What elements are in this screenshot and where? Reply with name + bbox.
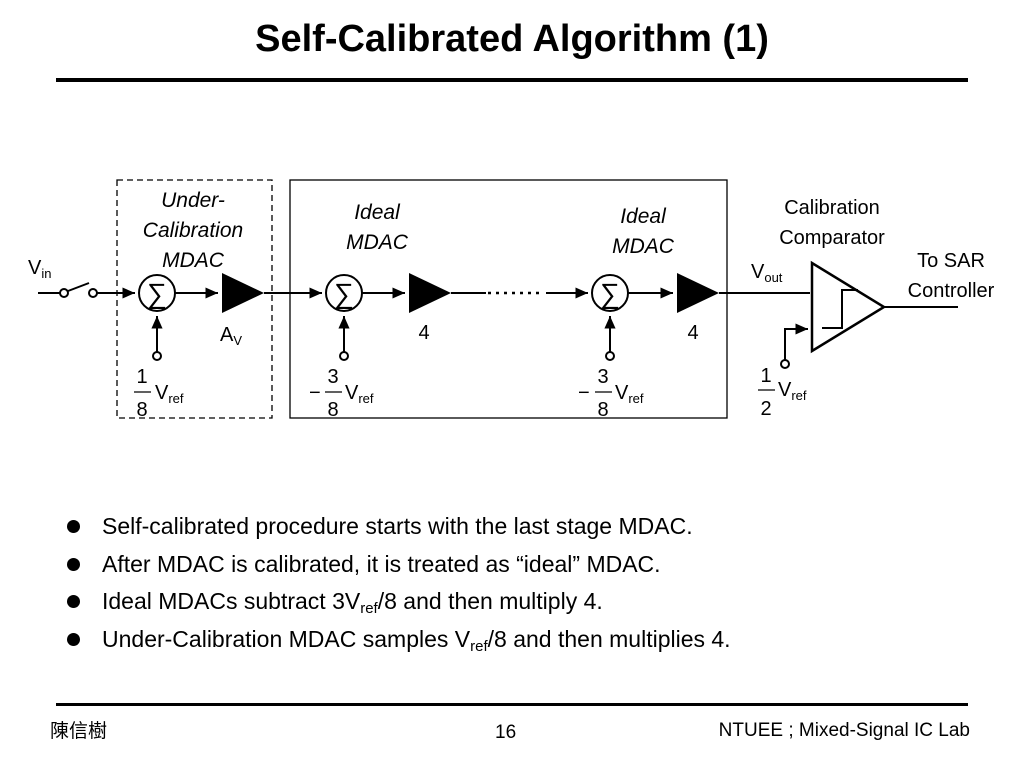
ref3-sub: ref	[628, 391, 644, 406]
summer-2-sigma: ∑	[334, 278, 354, 309]
footer-rule	[56, 703, 968, 706]
to-sar-line-1: To SAR	[917, 250, 985, 272]
footer-lab: NTUEE ; Mixed-Signal IC Lab	[718, 720, 970, 741]
calibration-comparator-label: Calibration Comparator	[779, 197, 885, 249]
bullet-text-post: /8 and then multiply 4.	[377, 588, 603, 614]
amplifier-av	[222, 273, 264, 313]
ref1-terminal	[152, 351, 162, 361]
under-calibration-box	[116, 179, 273, 419]
ideal2-line-2: MDAC	[612, 235, 675, 258]
ref3-terminal	[605, 351, 615, 361]
ref2-vref: Vref	[345, 382, 374, 406]
wire-ref4	[784, 323, 808, 360]
under-cal-line-3: MDAC	[162, 249, 225, 272]
vin-sub: in	[41, 266, 51, 281]
bullet-list: Self-calibrated procedure starts with th…	[64, 508, 731, 658]
ref3-num: 3	[597, 366, 608, 388]
under-cal-line-2: Calibration	[143, 219, 243, 242]
ref1-den: 8	[136, 399, 147, 421]
vin-label: Vin	[28, 257, 51, 281]
ref4-den: 2	[760, 398, 771, 420]
summer-3-sigma: ∑	[600, 278, 620, 309]
ref4-num: 1	[760, 365, 771, 387]
bullet-text-pre: Ideal MDACs subtract 3V	[102, 588, 361, 614]
ref4-v: V	[778, 379, 792, 401]
ref2-num: 3	[327, 366, 338, 388]
page-title: Self-Calibrated Algorithm (1)	[255, 18, 769, 60]
input-switch	[38, 282, 135, 299]
ref2-den: 8	[327, 399, 338, 421]
bullet-text-sub: ref	[470, 637, 488, 655]
vout-label: Vout	[751, 261, 783, 285]
vout-sub: out	[764, 270, 782, 285]
ref2-fraction: − 3 8 Vref	[309, 366, 374, 421]
vin-v: V	[28, 257, 42, 279]
ideal-mdac-box	[289, 179, 728, 419]
page-number: 16	[495, 722, 517, 743]
cal-comp-line-1: Calibration	[784, 197, 880, 219]
ref1-fraction: 1 8 Vref	[134, 366, 184, 421]
ref4-vref: Vref	[778, 379, 807, 403]
bullet-item: After MDAC is calibrated, it is treated …	[64, 546, 731, 584]
ref1-num: 1	[136, 366, 147, 388]
av-a: A	[220, 324, 234, 346]
gain-1-label: 4	[418, 322, 429, 344]
bullet-item: Under-Calibration MDAC samples Vref/8 an…	[64, 621, 731, 659]
bullet-dot-icon	[67, 595, 80, 608]
ref3-den: 8	[597, 399, 608, 421]
to-sar-line-2: Controller	[908, 280, 995, 302]
calibration-comparator	[810, 260, 887, 354]
ref1-sub: ref	[168, 391, 184, 406]
ref2-sub: ref	[358, 391, 374, 406]
bullet-dot-icon	[67, 632, 80, 646]
vout-v: V	[751, 261, 765, 283]
ideal-mdac-label-1: Ideal MDAC	[346, 201, 409, 254]
ref1-vref: Vref	[155, 382, 184, 406]
under-calibration-label: Under- Calibration MDAC	[143, 189, 243, 272]
bullet-text-sub: ref	[360, 600, 378, 617]
ideal1-line-1: Ideal	[354, 201, 401, 224]
ideal-mdac-label-2: Ideal MDAC	[612, 205, 675, 258]
av-label: AV	[220, 324, 242, 348]
ref2-v: V	[345, 382, 359, 404]
bullet-dot-icon	[67, 557, 80, 571]
ref1-v: V	[155, 382, 169, 404]
bullet-text: After MDAC is calibrated, it is treated …	[102, 550, 661, 577]
ref3-fraction: − 3 8 Vref	[578, 366, 644, 421]
amplifier-2	[409, 273, 451, 313]
gain-2-label: 4	[687, 322, 698, 344]
ideal2-line-1: Ideal	[620, 205, 667, 228]
ref4-fraction: 1 2 Vref	[758, 365, 807, 420]
ref2-sign: −	[309, 382, 321, 404]
bullet-text-pre: Under-Calibration MDAC samples V	[102, 625, 471, 652]
ideal1-line-2: MDAC	[346, 231, 409, 254]
bullet-dot-icon	[67, 520, 80, 533]
footer-author: 陳信樹	[50, 721, 108, 742]
cal-comp-line-2: Comparator	[779, 227, 885, 249]
under-cal-line-1: Under-	[161, 189, 225, 212]
amplifier-3	[677, 273, 719, 313]
bullet-text: Self-calibrated procedure starts with th…	[102, 513, 693, 539]
ref3-v: V	[615, 382, 629, 404]
summer-1-sigma: ∑	[147, 278, 167, 309]
bullet-item: Self-calibrated procedure starts with th…	[64, 508, 731, 546]
ref4-terminal	[780, 359, 790, 369]
ref2-terminal	[339, 351, 349, 361]
bullet-item: Ideal MDACs subtract 3Vref/8 and then mu…	[64, 583, 731, 621]
bullet-text-post: /8 and then multiplies 4.	[487, 625, 731, 652]
ref3-sign: −	[578, 382, 590, 404]
ref3-vref: Vref	[615, 382, 644, 406]
av-sub: V	[233, 333, 242, 348]
ref4-sub: ref	[791, 388, 807, 403]
title-rule	[56, 78, 968, 82]
hysteresis-icon	[822, 289, 858, 329]
to-sar-label: To SAR Controller	[908, 250, 995, 302]
